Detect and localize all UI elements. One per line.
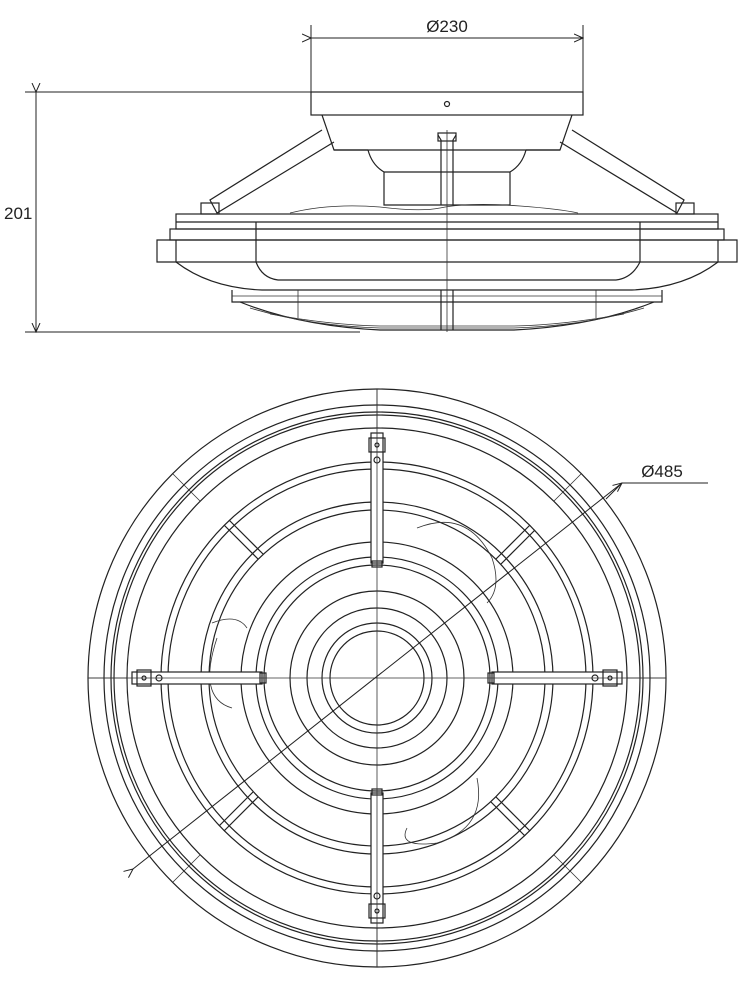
height-label: 201	[4, 204, 32, 223]
canopy-screw	[443, 100, 451, 108]
outer-ring	[156, 239, 738, 263]
motor-stem	[437, 134, 457, 205]
support-arm-right	[559, 129, 685, 214]
top-diameter-dimension: Ø230	[311, 17, 583, 92]
plan-view	[87, 388, 667, 968]
ceiling-canopy	[310, 91, 584, 116]
side-elevation-view: Ø230 201	[4, 17, 738, 332]
top-diameter-label: Ø230	[426, 17, 468, 36]
plan-diameter-dimension: Ø485	[133, 462, 708, 869]
fan-blades-side	[289, 204, 579, 214]
plan-diameter-label: Ø485	[641, 462, 683, 481]
height-dimension: 201	[4, 92, 360, 332]
support-arm-left	[209, 129, 335, 214]
